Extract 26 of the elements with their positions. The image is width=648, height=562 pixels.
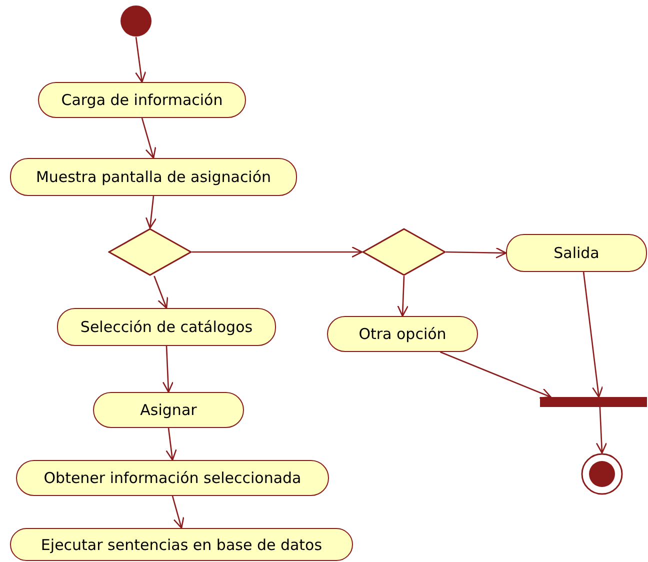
arrow: [145, 196, 157, 229]
action-node: Otra opción: [327, 316, 478, 352]
join-bar: [540, 397, 647, 407]
arrow: [192, 246, 363, 258]
initial-node: [120, 5, 152, 37]
arrow: [440, 351, 552, 398]
action-node: Muestra pantalla de asignación: [10, 158, 297, 196]
decision-diamond: [362, 228, 446, 276]
final-node: [581, 453, 623, 495]
arrow: [141, 118, 156, 159]
action-node: Salida: [506, 234, 647, 272]
arrow: [446, 247, 507, 258]
arrow: [135, 36, 146, 83]
arrow: [172, 496, 184, 529]
arrow: [162, 346, 174, 393]
arrow: [166, 428, 177, 461]
action-node: Ejecutar sentencias en base de datos: [10, 528, 353, 561]
arrow: [397, 276, 409, 317]
action-node: Carga de información: [38, 82, 246, 118]
arrow: [154, 276, 168, 309]
action-node: Obtener información seleccionada: [16, 460, 329, 496]
action-node: Asignar: [93, 392, 244, 428]
decision-diamond: [108, 228, 192, 276]
action-node: Selección de catálogos: [57, 308, 276, 346]
arrow: [582, 272, 604, 398]
arrow: [596, 406, 608, 454]
